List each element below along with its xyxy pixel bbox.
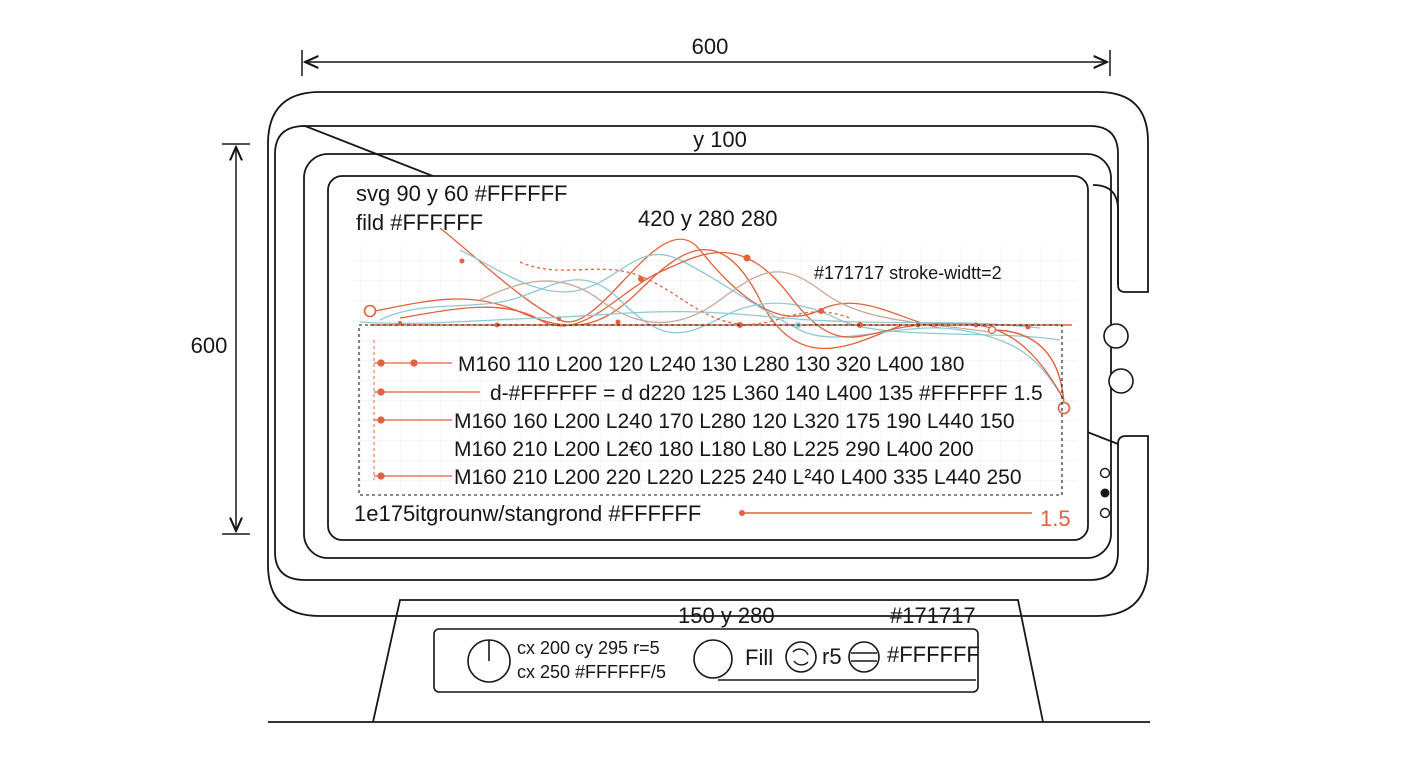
hollow-node	[987, 325, 997, 335]
curve-bundle	[359, 227, 1065, 401]
width-dimension: 600	[301, 34, 1111, 76]
power-icon[interactable]	[467, 639, 511, 683]
indicator-dot-3	[1099, 507, 1111, 519]
device-outer-bottom	[267, 91, 1149, 617]
screen-bezel	[303, 153, 1112, 559]
screen-header-label: y 100	[693, 127, 747, 152]
path-list-box	[358, 324, 1063, 496]
device-outer-top	[320, 91, 1149, 293]
base-top-right-label: #171717	[890, 603, 976, 628]
side-button-top[interactable]	[1103, 323, 1129, 349]
path-line-1: M160 110 L200 120 L240 130 L280 130 320 …	[458, 353, 964, 376]
menu-icon[interactable]	[848, 641, 880, 673]
stroke-label: #171717 stroke-widtt=2	[814, 263, 1002, 283]
path-line-2: d-#FFFFFF = d d220 125 L360 140 L400 135…	[490, 382, 1043, 405]
path-line-3: M160 160 L200 L240 170 L280 120 L320 175…	[454, 410, 1015, 433]
path-row-markers	[374, 359, 480, 480]
svg-label: svg 90 y 60 #FFFFFF	[356, 181, 568, 206]
fill-label: fild #FFFFFF	[356, 210, 483, 235]
fill-label: Fill	[745, 645, 773, 670]
circle-attr-line-2: cx 250 #FFFFFF/5	[517, 662, 666, 682]
drop-end-node	[1057, 401, 1071, 415]
device-bezel	[274, 125, 1119, 581]
radius-label: r5	[822, 644, 842, 669]
path-line-5: M160 210 L200 220 L220 L225 240 L²40 L40…	[454, 466, 1022, 489]
base-top-left-label: 150 y 280	[678, 603, 775, 628]
swatch-label: #FFFFFF	[887, 642, 980, 667]
path-line-4: M160 210 L200 L2€0 180 L180 L80 L225 290…	[454, 438, 974, 461]
height-dimension: 600	[191, 143, 250, 535]
footer-label: 1e175itgrounw/stangrond #FFFFFF	[354, 501, 701, 526]
device-stand	[268, 599, 1150, 723]
width-label: 600	[692, 34, 729, 59]
peak-label: 420 y 280 280	[638, 206, 777, 231]
refresh-icon[interactable]	[785, 641, 817, 673]
indicator-dot-1	[1099, 467, 1111, 479]
side-button-bottom[interactable]	[1108, 368, 1134, 394]
screen-content: svg 90 y 60 #FFFFFF fild #FFFFFF 420 y 2…	[352, 181, 1077, 531]
footer-value: 1.5	[1040, 506, 1071, 531]
circle-attr-line-1: cx 200 cy 295 r=5	[517, 638, 660, 658]
indicator-dot-2	[1100, 488, 1110, 498]
height-label: 600	[191, 333, 228, 358]
baseline-start-node	[363, 304, 377, 318]
fill-circle-icon[interactable]	[693, 639, 733, 679]
